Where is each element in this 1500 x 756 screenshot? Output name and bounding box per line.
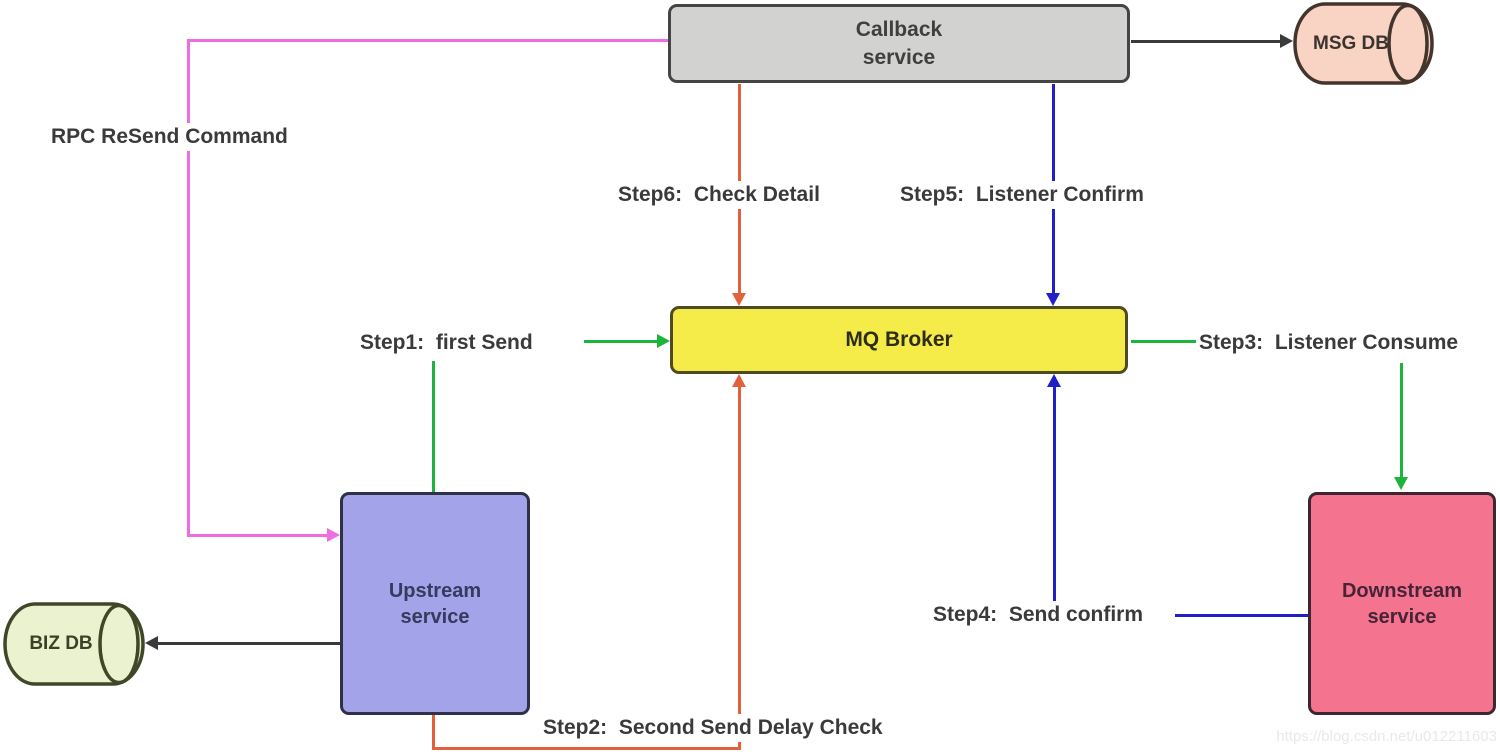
biz-db-label: BIZ DB xyxy=(29,633,93,654)
step3-line-vertical xyxy=(1400,363,1403,477)
step2-arrowhead xyxy=(732,374,746,387)
step3-arrowhead xyxy=(1394,477,1408,490)
step1-arrowhead xyxy=(657,334,670,348)
rpc-resend-line-top xyxy=(187,39,668,42)
step4-line-horizontal xyxy=(1175,614,1308,617)
rpc-resend-arrowhead xyxy=(327,528,340,542)
downstream-service-node: Downstream service xyxy=(1308,492,1496,715)
step3-label: Step3: Listener Consume xyxy=(1196,329,1462,358)
msg-db-label: MSG DB xyxy=(1313,32,1389,54)
step5-arrowhead xyxy=(1046,293,1060,306)
step2-line-up xyxy=(738,377,741,749)
rpc-resend-line-bottom xyxy=(187,534,327,537)
msg-db-cylinder-shape xyxy=(1293,2,1434,85)
biz-db-cylinder-shape xyxy=(3,602,145,686)
upstream-to-bizdb-arrowhead xyxy=(145,636,158,650)
upstream-service-label-line1: Upstream xyxy=(388,579,482,602)
step3-line-horizontal xyxy=(1131,340,1197,343)
callback-service-node: Callback service xyxy=(668,4,1130,83)
callback-to-msgdb-arrowhead xyxy=(1280,34,1293,48)
mq-broker-node: MQ Broker xyxy=(670,306,1128,374)
callback-to-msgdb-line xyxy=(1131,40,1280,43)
step1-line-vertical xyxy=(432,361,435,492)
upstream-to-bizdb-line xyxy=(158,642,340,645)
step4-label: Step4: Send confirm xyxy=(930,601,1147,630)
rpc-resend-label: RPC ReSend Command xyxy=(48,123,291,152)
step1-label: Step1: first Send xyxy=(357,329,536,358)
watermark-url: https://blog.csdn.net/u012211603 xyxy=(1276,728,1497,745)
step2-line-bottom xyxy=(432,747,741,750)
callback-service-label-line1: Callback xyxy=(855,18,943,42)
upstream-service-label-line2: service xyxy=(400,605,470,628)
step2-line-down xyxy=(432,713,435,749)
step6-arrowhead xyxy=(732,293,746,306)
mq-broker-label: MQ Broker xyxy=(845,328,953,352)
step4-arrowhead xyxy=(1047,374,1061,387)
step4-line-vertical xyxy=(1053,377,1056,603)
callback-service-label-line2: service xyxy=(862,45,936,69)
rpc-resend-line-vertical xyxy=(187,39,190,537)
step1-line-horizontal xyxy=(584,340,657,343)
step5-label: Step5: Listener Confirm xyxy=(897,181,1147,210)
step6-label: Step6: Check Detail xyxy=(615,181,823,210)
msg-db-node: MSG DB xyxy=(1292,1,1437,86)
downstream-service-label-line1: Downstream xyxy=(1341,579,1463,602)
upstream-service-node: Upstream service xyxy=(340,492,530,715)
downstream-service-label-line2: service xyxy=(1367,605,1437,628)
step2-label: Step2: Second Send Delay Check xyxy=(540,714,886,743)
biz-db-node: BIZ DB xyxy=(2,601,148,687)
